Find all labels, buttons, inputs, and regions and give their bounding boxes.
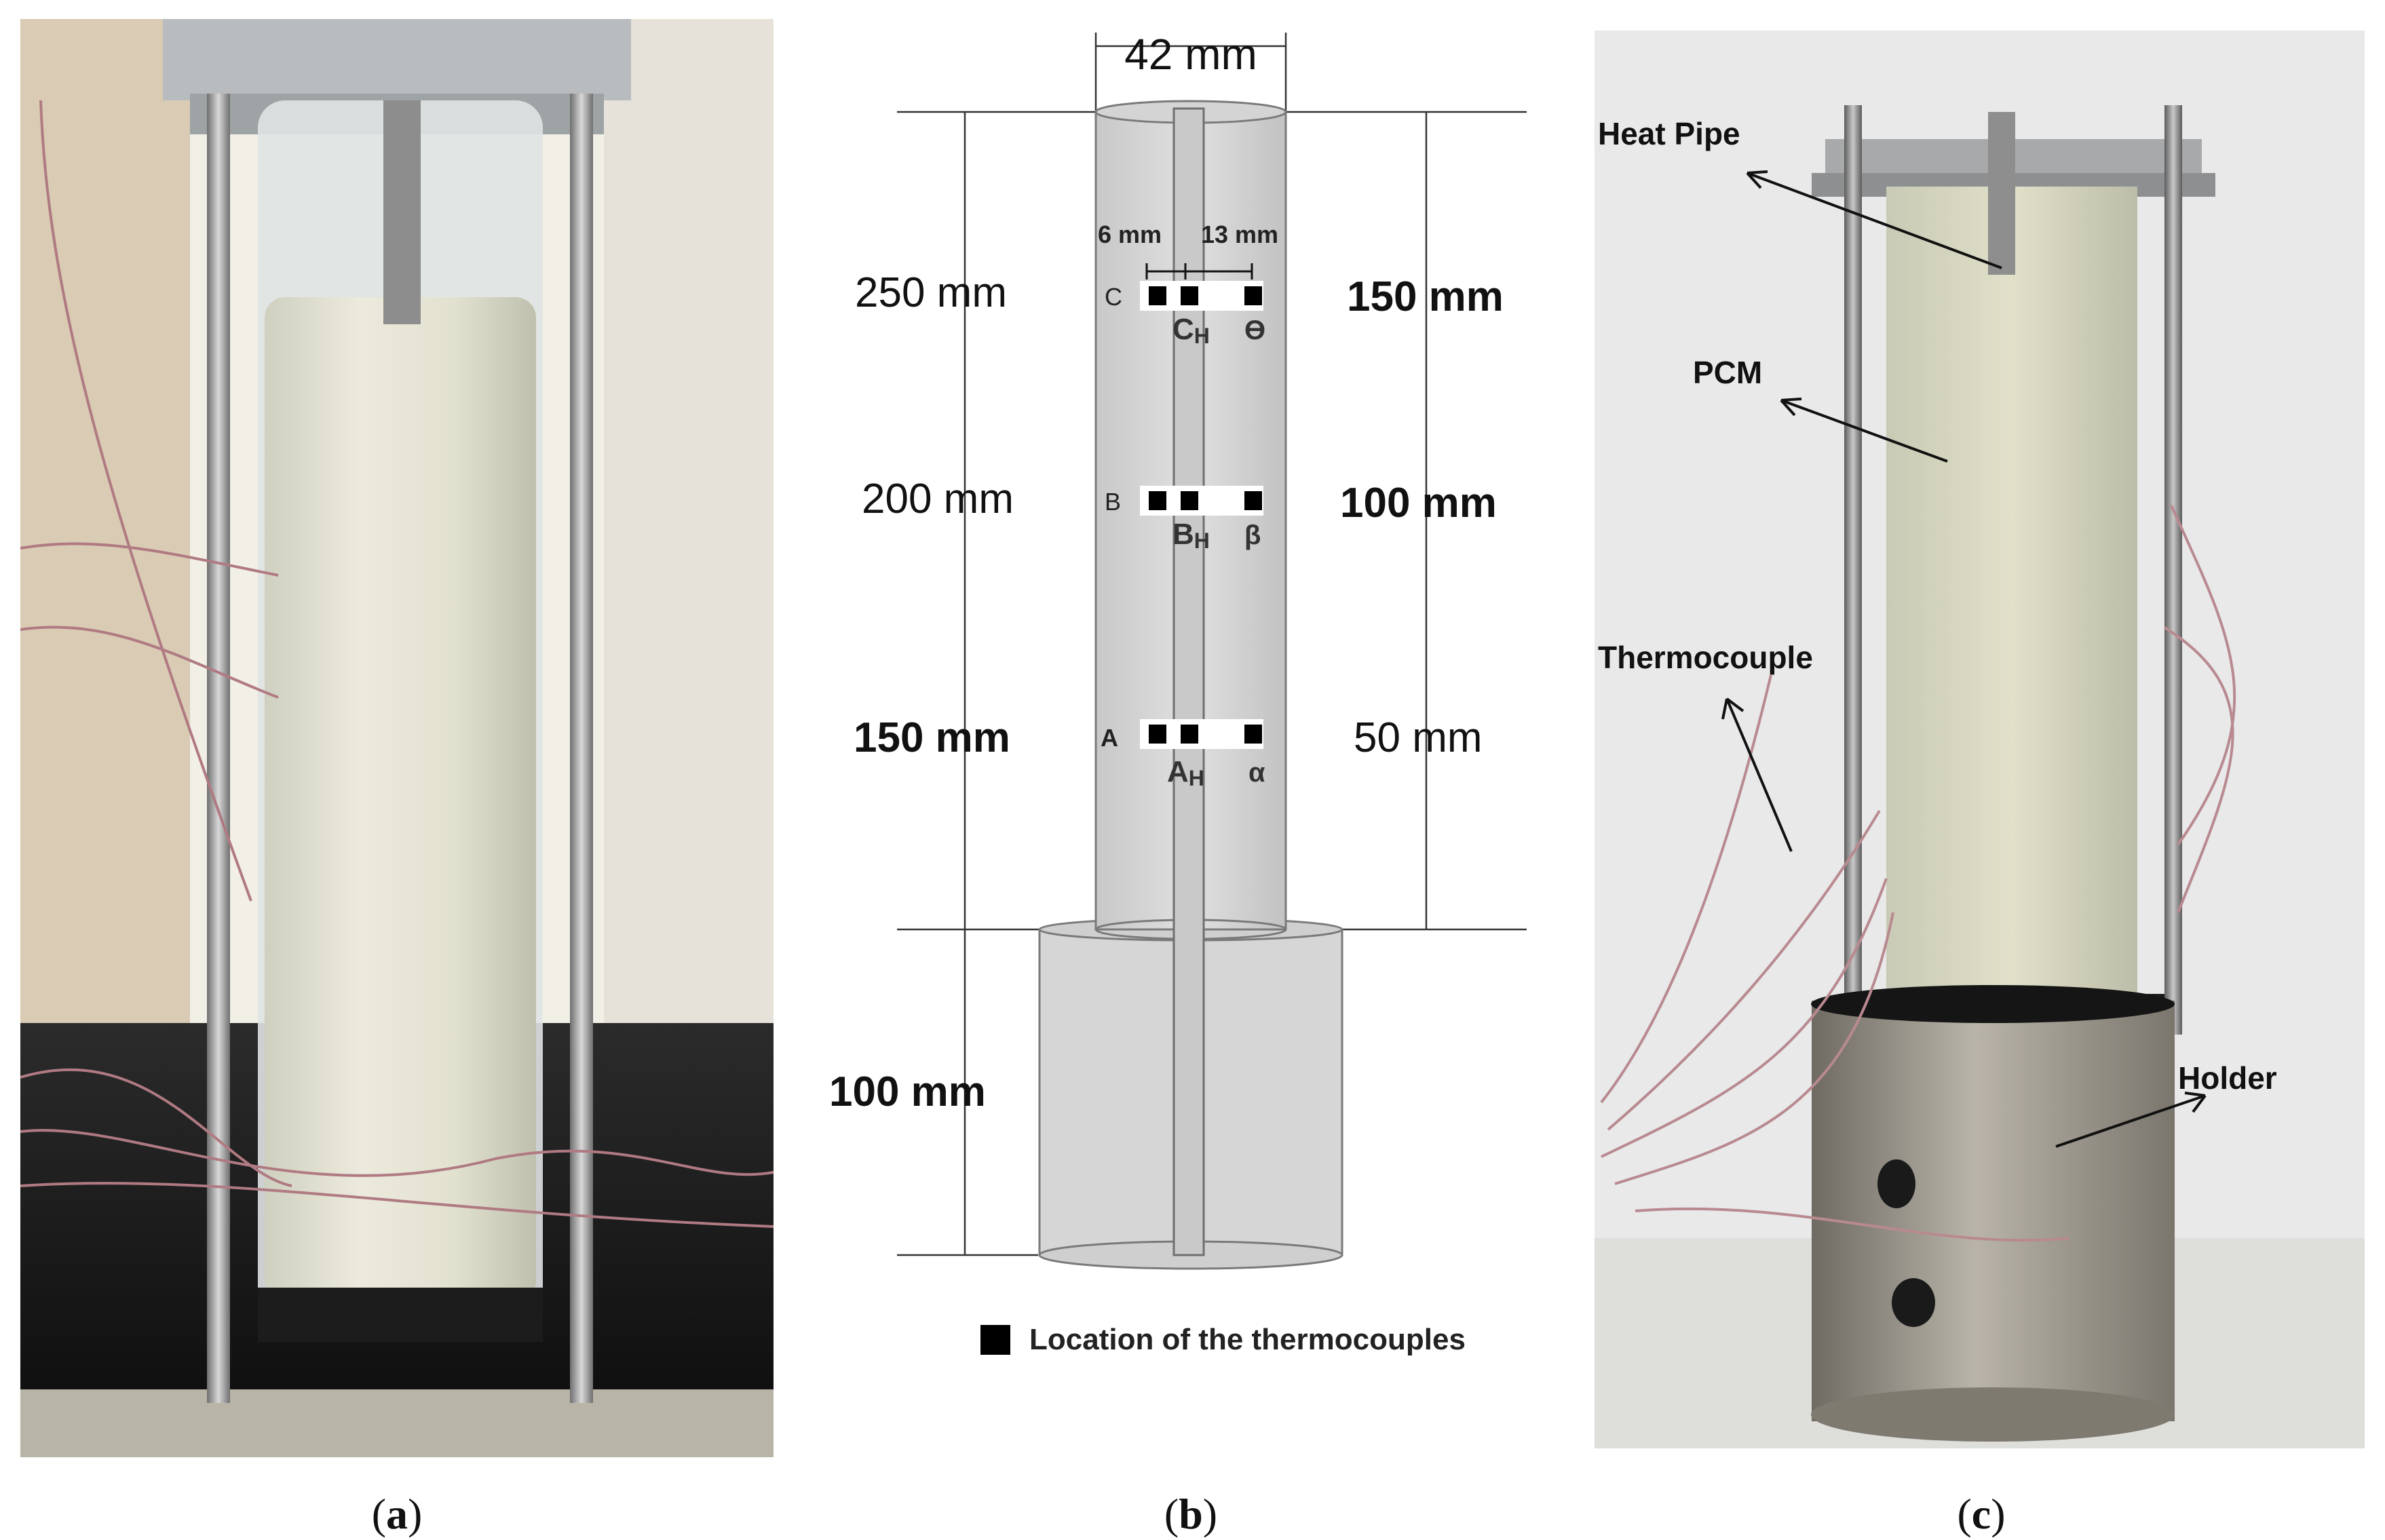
photo-a-rod-right [570, 94, 593, 1403]
right-dim-100: 100 mm [1340, 480, 1497, 526]
photo-c-holder-hole [1892, 1278, 1935, 1327]
thermocouple-marker [1149, 725, 1166, 744]
photo-a-heat-pipe [383, 100, 421, 324]
label-heat-pipe: Heat Pipe [1598, 116, 1740, 151]
svg-text:C: C [1105, 283, 1122, 311]
photo-c-heat-pipe [1988, 112, 2015, 275]
photo-c-holder [1812, 1001, 2175, 1421]
photo-c-rod-left [1844, 105, 1862, 1035]
photo-c-wires [1600, 505, 2236, 1242]
svg-text:AH: AH [1167, 755, 1204, 790]
label-holder: Holder [2178, 1060, 2277, 1096]
spacing-right-label: 13 mm [1201, 220, 1278, 248]
thermocouple-marker [1149, 491, 1166, 510]
schematic-panel-b: 42 mm 6 mm 13 mm 250 mm 200 mm 150 mm 10… [829, 30, 1527, 1270]
thermocouple-marker [1181, 286, 1198, 305]
svg-text:ϴ: ϴ [1244, 315, 1265, 345]
caption-b: (b) [1164, 1490, 1218, 1538]
thermocouple-marker [1181, 491, 1198, 510]
left-dim-200: 200 mm [862, 476, 1014, 522]
photo-a-wires [20, 100, 774, 1228]
left-dim-100: 100 mm [829, 1069, 986, 1115]
right-dim-150: 150 mm [1347, 273, 1504, 320]
svg-text:CH: CH [1172, 313, 1210, 348]
caption-c: (c) [1957, 1490, 2006, 1538]
left-dim-150: 150 mm [854, 714, 1010, 761]
photo-c-holder-hole [1877, 1159, 1915, 1208]
svg-text:BH: BH [1172, 518, 1210, 553]
caption-a: (a) [371, 1490, 423, 1538]
photo-a-pcm [265, 297, 536, 1301]
photo-a-rod-left [207, 94, 230, 1403]
svg-text:B: B [1105, 488, 1121, 516]
photo-c-tube [1886, 187, 2137, 1021]
thermocouple-level-a: A AH α [1101, 719, 1265, 790]
thermocouple-marker [1244, 725, 1262, 744]
width-label: 42 mm [1124, 30, 1257, 79]
right-dim-50: 50 mm [1354, 714, 1482, 761]
photo-c-rod-right [2164, 105, 2182, 1035]
svg-text:A: A [1101, 724, 1118, 752]
thermocouple-legend: Location of the thermocouples [980, 1323, 1466, 1357]
photo-panel-c: Heat Pipe PCM Thermocouple Holder [1595, 31, 2365, 1448]
thermocouple-marker [1244, 286, 1262, 305]
annotation-arrows [1721, 170, 2207, 1148]
photo-panel-a [20, 19, 774, 1457]
legend-label: Location of the thermocouples [1029, 1323, 1466, 1356]
thermocouple-marker [1181, 725, 1198, 744]
left-dim-250: 250 mm [855, 269, 1007, 316]
label-thermocouple: Thermocouple [1598, 640, 1813, 675]
thermocouple-marker [1244, 491, 1262, 510]
spacing-left-label: 6 mm [1098, 220, 1162, 248]
legend-marker [980, 1325, 1010, 1355]
thermocouple-marker [1149, 286, 1166, 305]
thermocouple-level-c: C CH ϴ [1105, 281, 1265, 348]
svg-text:α: α [1248, 758, 1265, 788]
spacing-bracket [1145, 263, 1253, 280]
label-pcm: PCM [1693, 355, 1762, 390]
heat-pipe-rod [1172, 107, 1205, 1256]
thermocouple-level-b: B BH β [1105, 486, 1263, 553]
svg-text:β: β [1244, 520, 1261, 550]
